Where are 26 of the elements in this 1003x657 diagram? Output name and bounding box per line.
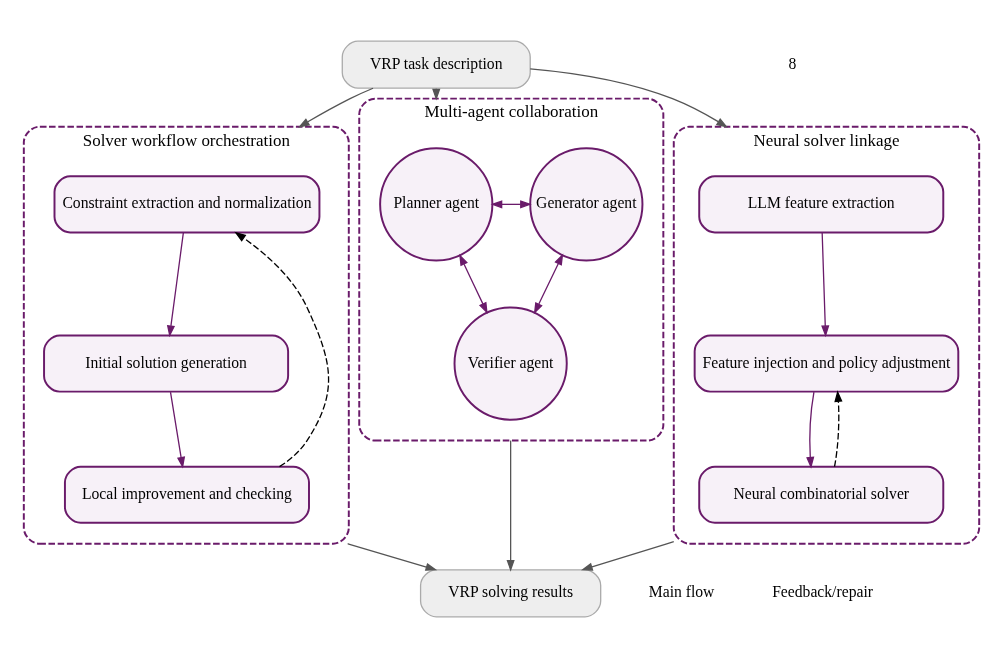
node-box: LLM feature extraction (698, 174, 945, 233)
label: 8 (788, 54, 797, 72)
node-box: Feature injection and policy adjustment (693, 334, 960, 393)
node-box: Local improvement and checking (63, 465, 310, 524)
node-circle: Verifier agent (453, 306, 568, 421)
arrow (833, 389, 843, 467)
arrow (506, 439, 515, 572)
arrow (533, 252, 564, 314)
arrow (580, 540, 675, 571)
arrow (529, 67, 728, 128)
node-box: VRP solving results (419, 568, 602, 617)
arrow (490, 199, 532, 208)
node-box: Constraint extraction and normalization (53, 174, 321, 233)
node-circle: Generator agent (529, 146, 644, 261)
node-box: Neural combinatorial solver (698, 465, 945, 524)
arrow (169, 391, 186, 469)
arrow (821, 231, 830, 337)
arrow (166, 231, 185, 337)
arrow (347, 542, 438, 571)
arrow (234, 231, 330, 467)
arrow (459, 253, 488, 314)
legend-label: Main flow (648, 582, 715, 600)
legend-label: Feedback/repair (772, 582, 873, 600)
node-box: Initial solution generation (43, 334, 290, 393)
arrow (806, 391, 815, 469)
node-circle: Planner agent (379, 146, 494, 261)
